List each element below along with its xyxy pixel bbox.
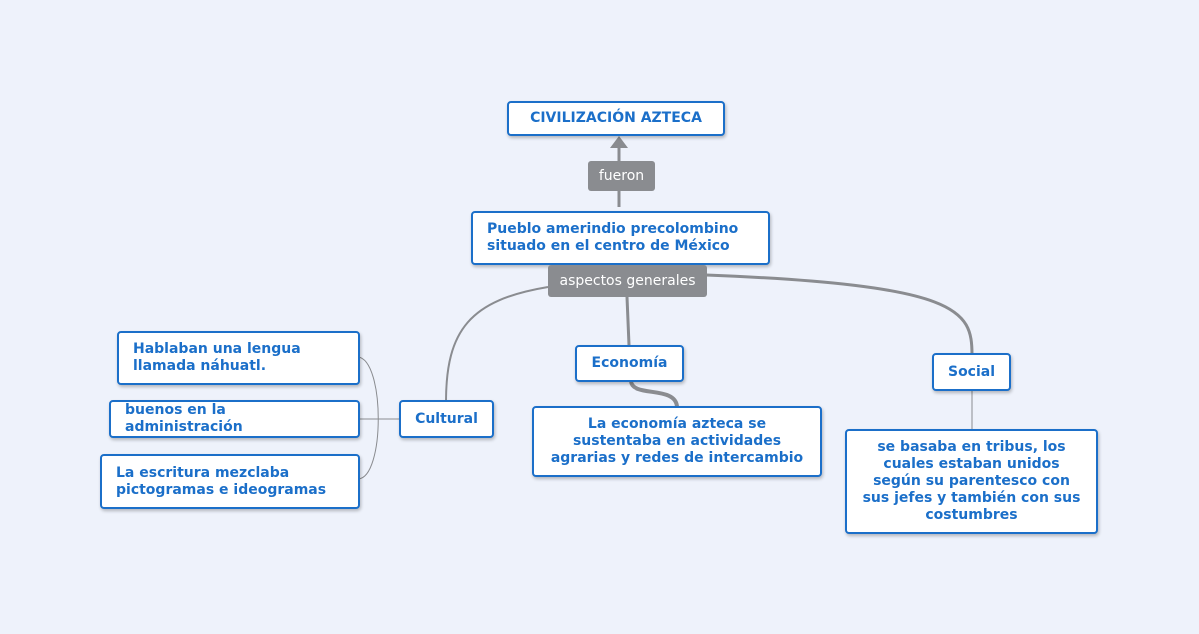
definition-text: Pueblo amerindio precolombino situado en… xyxy=(487,221,739,254)
branch-social-node[interactable]: Social xyxy=(932,353,1011,391)
connector-economia-detail xyxy=(629,380,679,408)
link-label-aspectos-generales[interactable]: aspectos generales xyxy=(548,265,707,297)
cultural-detail-language[interactable]: Hablaban una lengua llamada náhuatl. xyxy=(117,331,360,385)
arrow-up-icon xyxy=(610,136,628,148)
connector-aspectos-economia xyxy=(625,296,631,346)
connector-aspectos-social xyxy=(705,273,974,356)
connector-cultural-bracket xyxy=(357,356,379,480)
connector-aspectos-cultural xyxy=(445,286,549,403)
branch-economia-node[interactable]: Economía xyxy=(575,345,684,382)
branch-cultural-node[interactable]: Cultural xyxy=(399,400,494,438)
cultural-detail-administration[interactable]: buenos en la administración xyxy=(109,400,360,438)
branch-social-label: Social xyxy=(947,363,996,380)
cultural-detail-writing[interactable]: La escritura mezclaba pictogramas e ideo… xyxy=(100,454,360,509)
economia-detail[interactable]: La economía azteca se sustentaba en acti… xyxy=(532,406,822,477)
title-node[interactable]: CIVILIZACIÓN AZTECA xyxy=(507,101,725,136)
branch-economia-label: Economía xyxy=(591,355,668,371)
branch-cultural-label: Cultural xyxy=(415,410,478,427)
definition-node[interactable]: Pueblo amerindio precolombino situado en… xyxy=(471,211,770,265)
social-detail[interactable]: se basaba en tribus, los cuales estaban … xyxy=(845,429,1098,534)
link-label-fueron[interactable]: fueron xyxy=(588,161,655,191)
title-text: CIVILIZACIÓN AZTECA xyxy=(530,110,702,126)
